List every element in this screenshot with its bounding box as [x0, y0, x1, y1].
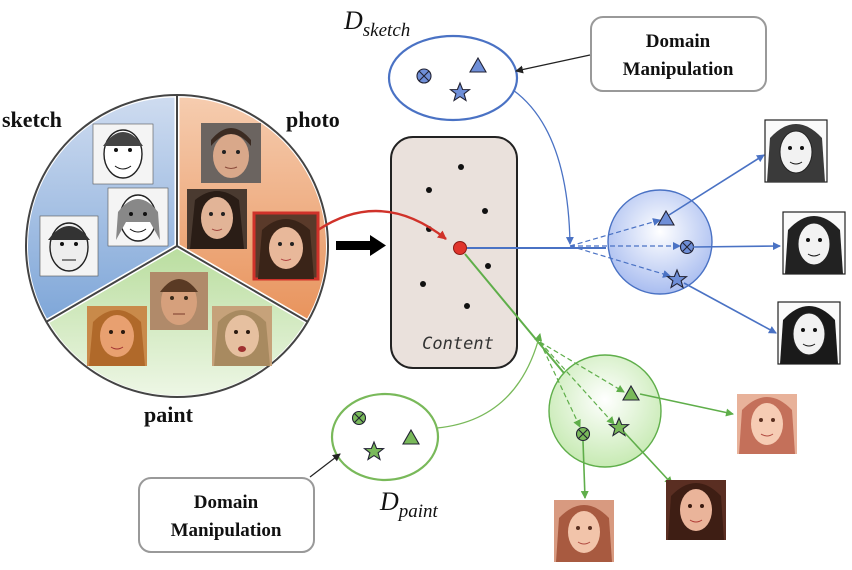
paint-output-face-2 [666, 480, 726, 540]
domain-manipulation-box-top: Domain Manipulation [590, 16, 767, 92]
sketch-face-thumb-2 [107, 187, 169, 247]
photo-domain-label: photo [286, 107, 340, 132]
content-embedding-point [453, 241, 467, 255]
encode-arrow [317, 209, 447, 240]
cross-circle-marker-icon [575, 426, 591, 442]
paint-style-injection-arrow [436, 333, 543, 429]
star-marker-icon [607, 416, 631, 437]
paint-face-thumb-1 [150, 272, 208, 330]
content-point [426, 187, 432, 193]
sketch-face-thumb-1 [92, 123, 154, 185]
content-point [482, 208, 488, 214]
manipulation-top-pointer [515, 54, 591, 74]
manipulation-bottom-line2: Manipulation [171, 520, 282, 541]
sketch-output-arrow [683, 282, 777, 334]
d-paint-label: Dpaint [379, 487, 439, 522]
paint-output-arrow [623, 431, 673, 485]
triangle-marker-icon [469, 56, 487, 73]
d-sketch-domain-set [387, 34, 519, 122]
forward-arrow-icon [336, 235, 386, 256]
sketch-domain-label: sketch [2, 107, 62, 132]
content-space-box [390, 136, 518, 369]
d-paint-domain-set [330, 392, 440, 482]
sketch-output-face-1 [764, 119, 828, 183]
triangle-marker-icon [622, 384, 640, 401]
manipulation-top-line2: Manipulation [623, 59, 734, 80]
paint-output-arrow [639, 393, 734, 417]
triangle-marker-icon [402, 428, 420, 445]
star-marker-icon [665, 268, 689, 289]
content-point [420, 281, 426, 287]
manipulation-bottom-line1: Domain [194, 492, 259, 513]
photo-face-thumb-1 [201, 123, 261, 183]
sketch-stylized-cluster [607, 189, 713, 295]
cross-circle-marker-icon [416, 68, 432, 84]
paint-face-thumb-3 [212, 306, 272, 366]
sketch-output-face-3 [777, 301, 841, 365]
sketch-face-thumb-3 [39, 215, 99, 277]
sketch-output-arrow [668, 154, 765, 216]
content-point [458, 164, 464, 170]
sketch-style-injection-arrow [512, 89, 574, 245]
domain-manipulation-box-bottom: Domain Manipulation [138, 477, 315, 553]
content-point [464, 303, 470, 309]
cross-circle-marker-icon [351, 410, 367, 426]
photo-face-thumb-selected [252, 211, 320, 281]
cross-circle-marker-icon [679, 239, 695, 255]
photo-face-thumb-2 [187, 189, 247, 249]
star-marker-icon [362, 440, 386, 461]
manipulation-bottom-pointer [309, 453, 341, 478]
manipulation-top-line1: Domain [646, 31, 711, 52]
d-sketch-label: Dsketch [343, 6, 410, 41]
paint-output-face-3 [554, 500, 614, 562]
paint-output-arrow [580, 440, 589, 499]
star-marker-icon [448, 81, 472, 102]
triangle-marker-icon [657, 209, 675, 226]
content-label: Content [422, 334, 494, 354]
sketch-output-arrow [692, 242, 781, 251]
content-point [485, 263, 491, 269]
paint-domain-label: paint [144, 402, 194, 427]
paint-face-thumb-2 [87, 306, 147, 366]
paint-output-face-1 [737, 394, 797, 454]
sketch-output-face-2 [782, 211, 846, 275]
paint-stylized-cluster [548, 354, 662, 468]
